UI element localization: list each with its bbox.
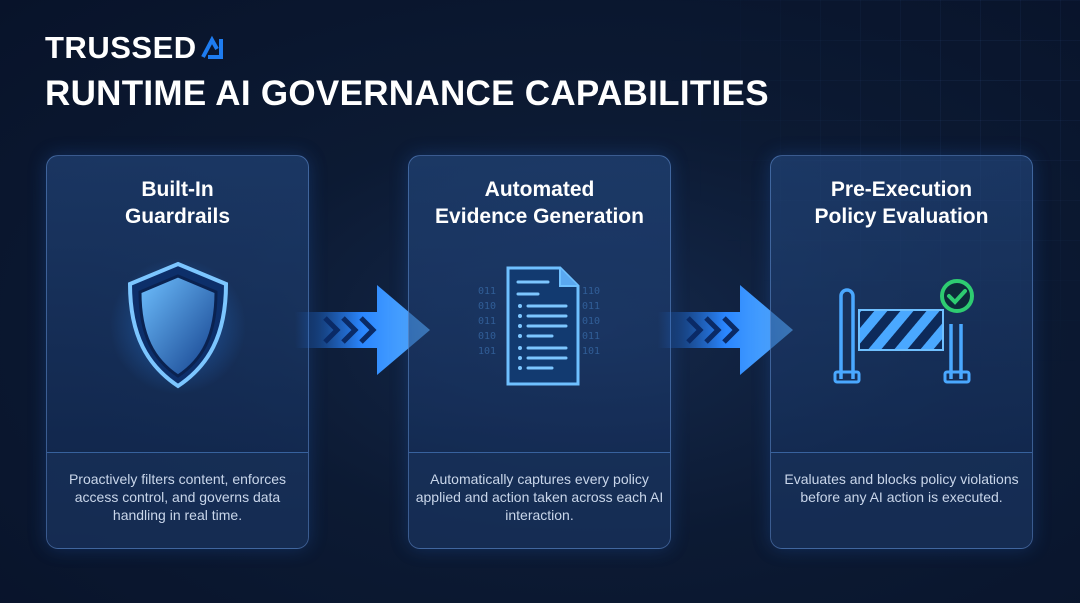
svg-text:010: 010 <box>582 316 600 327</box>
svg-text:101: 101 <box>582 346 600 357</box>
svg-text:011: 011 <box>582 301 600 312</box>
shield-icon <box>108 256 248 401</box>
barrier-check-icon <box>827 274 977 394</box>
brand-name: TRUSSED <box>45 30 197 65</box>
document-icon: 011 010 011 010 101 110 011 010 011 101 <box>460 264 620 399</box>
svg-text:011: 011 <box>478 316 496 327</box>
svg-text:011: 011 <box>478 286 496 297</box>
page-title: RUNTIME AI GOVERNANCE CAPABILITIES <box>45 74 769 113</box>
svg-text:110: 110 <box>582 286 600 297</box>
card-description: Evaluates and blocks policy violations b… <box>771 452 1032 548</box>
brand-mark-icon <box>200 35 223 59</box>
svg-text:010: 010 <box>478 301 496 312</box>
svg-text:101: 101 <box>478 346 496 357</box>
arrow-right-icon <box>285 280 435 385</box>
svg-text:011: 011 <box>582 331 600 342</box>
card-description: Automatically captures every policy appl… <box>409 452 670 548</box>
brand-logo: TRUSSED <box>45 30 226 66</box>
card-description: Proactively filters content, enforces ac… <box>47 452 308 548</box>
arrow-right-icon <box>648 280 798 385</box>
svg-text:010: 010 <box>478 331 496 342</box>
